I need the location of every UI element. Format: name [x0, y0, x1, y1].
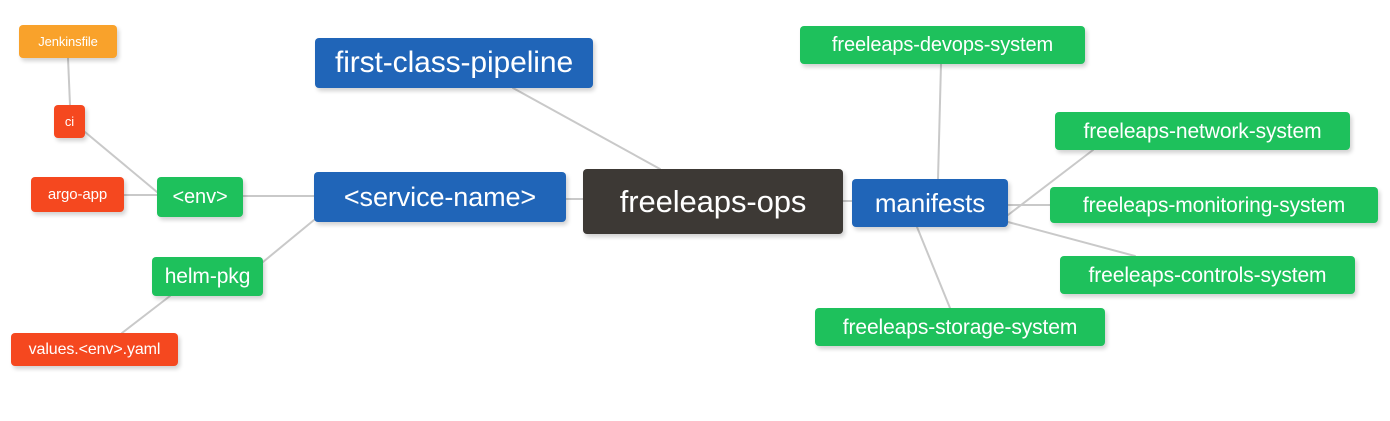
node-label-jenkinsfile: Jenkinsfile: [38, 34, 98, 49]
node-ci[interactable]: ci: [54, 105, 85, 138]
node-service-name[interactable]: <service-name>: [314, 172, 566, 222]
edge-first-class-pipeline-to-freeleaps-ops: [512, 87, 661, 170]
edge-manifests-to-freeleaps-storage-system: [916, 226, 951, 309]
node-env[interactable]: <env>: [157, 177, 243, 217]
node-label-argo-app: argo-app: [47, 186, 108, 203]
node-label-values-yaml: values.<env>.yaml: [28, 340, 161, 358]
node-label-freeleaps-devops-system: freeleaps-devops-system: [831, 34, 1054, 56]
node-freeleaps-ops[interactable]: freeleaps-ops: [583, 169, 843, 234]
node-freeleaps-monitoring-system[interactable]: freeleaps-monitoring-system: [1050, 187, 1378, 223]
edge-manifests-to-freeleaps-controls-system: [1007, 221, 1136, 257]
node-label-service-name: <service-name>: [343, 181, 537, 212]
node-label-freeleaps-controls-system: freeleaps-controls-system: [1088, 263, 1327, 287]
edge-manifests-to-freeleaps-devops-system: [937, 63, 942, 180]
node-label-freeleaps-ops: freeleaps-ops: [619, 184, 807, 219]
node-label-freeleaps-network-system: freeleaps-network-system: [1083, 119, 1322, 143]
node-helm-pkg[interactable]: helm-pkg: [152, 257, 263, 296]
node-freeleaps-storage-system[interactable]: freeleaps-storage-system: [815, 308, 1105, 346]
node-label-freeleaps-storage-system: freeleaps-storage-system: [842, 315, 1078, 339]
node-label-helm-pkg: helm-pkg: [164, 265, 251, 288]
node-freeleaps-devops-system[interactable]: freeleaps-devops-system: [800, 26, 1085, 64]
node-values-yaml[interactable]: values.<env>.yaml: [11, 333, 178, 366]
node-label-first-class-pipeline: first-class-pipeline: [334, 46, 574, 79]
node-label-freeleaps-monitoring-system: freeleaps-monitoring-system: [1082, 193, 1346, 217]
node-manifests[interactable]: manifests: [852, 179, 1008, 227]
node-label-ci: ci: [64, 114, 75, 129]
node-argo-app[interactable]: argo-app: [31, 177, 124, 212]
node-freeleaps-network-system[interactable]: freeleaps-network-system: [1055, 112, 1350, 150]
edge-helm-pkg-to-values-yaml: [121, 295, 171, 334]
node-first-class-pipeline[interactable]: first-class-pipeline: [315, 38, 593, 88]
node-label-manifests: manifests: [874, 188, 986, 218]
edge-service-name-to-helm-pkg: [262, 219, 315, 263]
edge-jenkinsfile-to-ci: [67, 57, 71, 106]
node-jenkinsfile[interactable]: Jenkinsfile: [19, 25, 117, 58]
node-label-env: <env>: [172, 186, 228, 208]
node-freeleaps-controls-system[interactable]: freeleaps-controls-system: [1060, 256, 1355, 294]
